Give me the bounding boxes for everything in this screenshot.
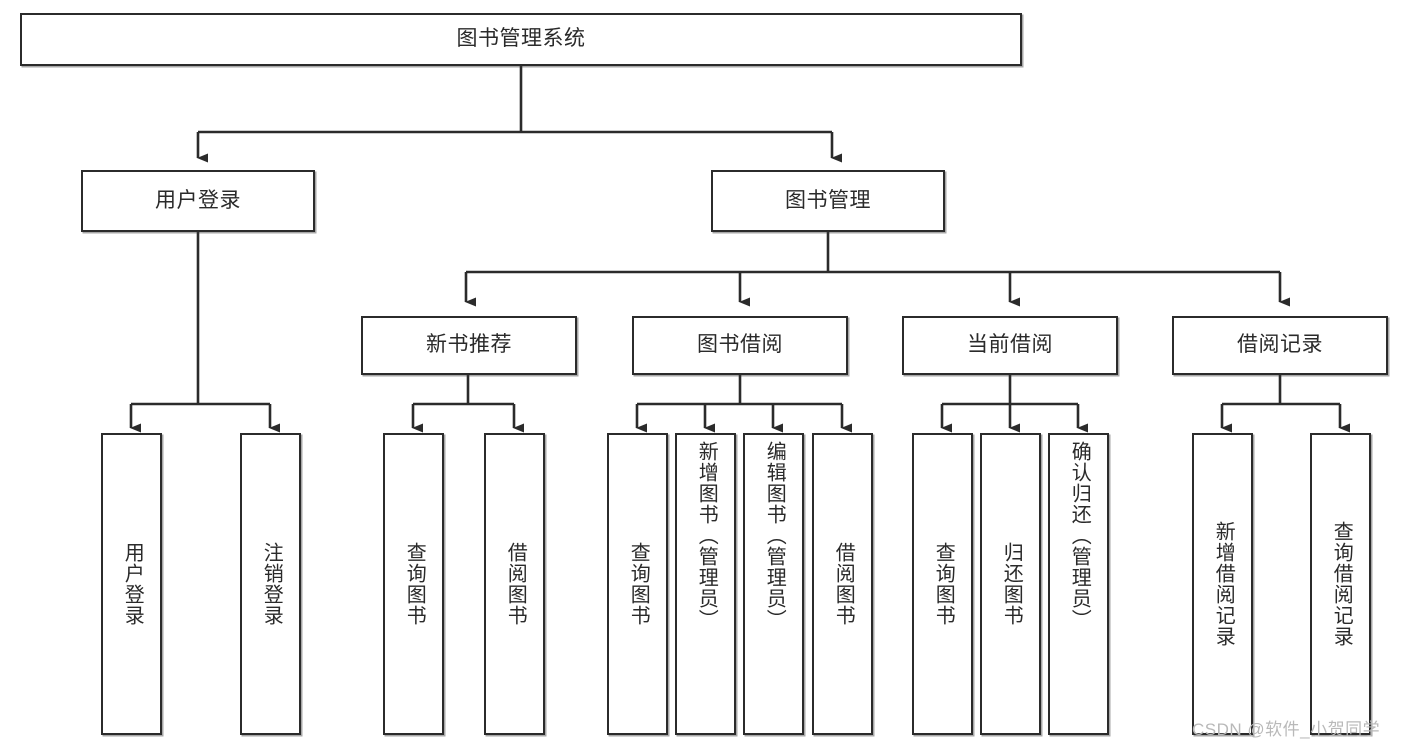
node-label: 查询借阅记录 (1330, 521, 1353, 647)
node-label: 注销登录 (260, 542, 283, 626)
node-root[interactable]: 图书管理系统 (20, 13, 1022, 66)
node-label: 图书管理系统 (456, 27, 586, 51)
node-borrow-records[interactable]: 借阅记录 (1172, 316, 1388, 375)
node-current-borrow[interactable]: 当前借阅 (902, 316, 1118, 375)
node-label: 新增借阅记录 (1212, 521, 1235, 647)
node-label: 借阅图书 (832, 542, 855, 626)
node-new-book-recommend[interactable]: 新书推荐 (361, 316, 577, 375)
node-label: 查询图书 (403, 542, 426, 626)
node-user-login[interactable]: 用户登录 (81, 170, 315, 232)
node-leaf-user-login[interactable]: 用户登录 (101, 433, 162, 735)
node-leaf-add-borrow-record[interactable]: 新增借阅记录 (1192, 433, 1253, 735)
node-leaf-borrow-book-1[interactable]: 借阅图书 (484, 433, 545, 735)
node-label: 归还图书 (1000, 542, 1023, 626)
node-label: 图书管理 (785, 188, 871, 212)
node-leaf-query-book-3[interactable]: 查询图书 (912, 433, 973, 735)
node-label: 新增图书（管理员） (695, 441, 718, 630)
node-label: 确认归还（管理员） (1068, 441, 1091, 630)
node-label: 查询图书 (627, 542, 650, 626)
node-label: 借阅图书 (504, 542, 527, 626)
node-label: 图书借阅 (697, 333, 783, 357)
node-leaf-query-book-1[interactable]: 查询图书 (383, 433, 444, 735)
node-leaf-edit-book-admin[interactable]: 编辑图书（管理员） (743, 433, 804, 735)
node-leaf-return-book[interactable]: 归还图书 (980, 433, 1041, 735)
csdn-watermark: CSDN @软件_小贺同学 (1192, 720, 1381, 739)
node-leaf-borrow-book-2[interactable]: 借阅图书 (812, 433, 873, 735)
node-leaf-query-borrow-record[interactable]: 查询借阅记录 (1310, 433, 1371, 735)
node-label: 用户登录 (155, 188, 241, 212)
node-label: 新书推荐 (426, 333, 512, 357)
node-label: 编辑图书（管理员） (763, 441, 786, 630)
node-leaf-query-book-2[interactable]: 查询图书 (607, 433, 668, 735)
node-book-borrow[interactable]: 图书借阅 (632, 316, 848, 375)
node-leaf-confirm-return-admin[interactable]: 确认归还（管理员） (1048, 433, 1109, 735)
node-label: 当前借阅 (967, 333, 1053, 357)
node-leaf-add-book-admin[interactable]: 新增图书（管理员） (675, 433, 736, 735)
node-leaf-logout[interactable]: 注销登录 (240, 433, 301, 735)
node-label: 用户登录 (121, 542, 144, 626)
node-book-management[interactable]: 图书管理 (711, 170, 945, 232)
node-label: 查询图书 (932, 542, 955, 626)
node-label: 借阅记录 (1237, 333, 1323, 357)
